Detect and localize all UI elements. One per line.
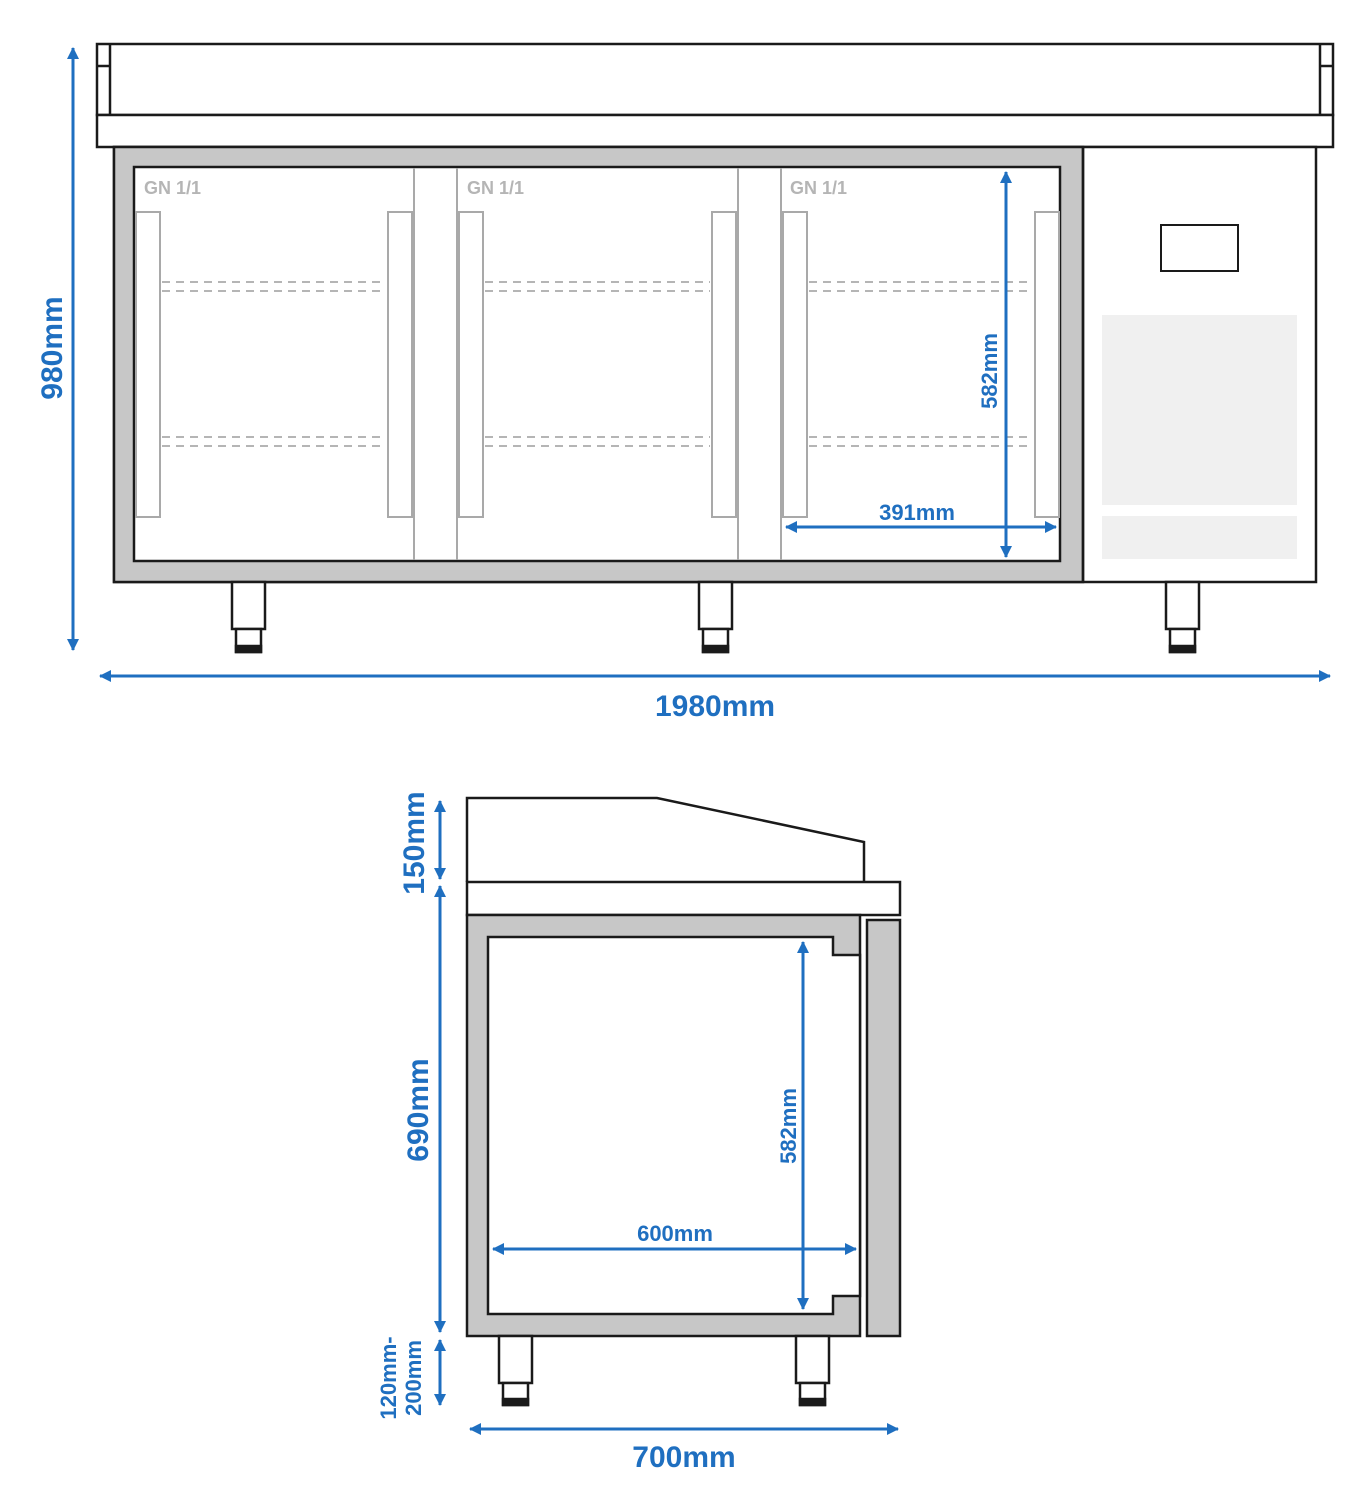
side-worktop (465, 880, 902, 917)
label-600: 600mm (637, 1221, 713, 1246)
side-leg-1 (497, 1334, 534, 1385)
side-view (465, 796, 902, 1338)
gn-label-1: GN 1/1 (144, 178, 201, 198)
rail-left-3 (782, 211, 808, 518)
label-150: 150mm (398, 791, 431, 894)
vent-panel-large (1102, 315, 1297, 505)
front-dimensions (67, 47, 1331, 682)
front-leg-1 (230, 580, 267, 631)
front-shelf-rails (135, 211, 1060, 518)
front-dimension-labels: 980mm 1980mm 582mm 391mm (36, 296, 1002, 723)
rail-left-1 (135, 211, 161, 518)
rail-right-2 (711, 211, 737, 518)
side-canopy (465, 796, 866, 882)
side-dimensions (434, 800, 899, 1435)
label-690: 690mm (402, 1058, 435, 1161)
control-display (1160, 224, 1239, 272)
side-leg-2 (794, 1334, 831, 1385)
label-1980: 1980mm (655, 690, 775, 723)
front-compartment-dividers (413, 168, 782, 560)
gn-label-3: GN 1/1 (790, 178, 847, 198)
label-legs-line1: 120mm- (376, 1336, 401, 1419)
front-canopy (95, 42, 1335, 117)
front-shelves (162, 281, 1033, 447)
front-view (95, 42, 1335, 584)
front-worktop (95, 113, 1335, 149)
label-legs-line2: 200mm (401, 1340, 426, 1416)
side-inner-cavity (486, 935, 862, 1316)
vent-panel-small (1102, 516, 1297, 559)
front-leg-2 (697, 580, 734, 631)
front-legs (230, 580, 1201, 654)
label-front-582: 582mm (977, 333, 1002, 409)
rail-right-3 (1034, 211, 1060, 518)
gn-label-2: GN 1/1 (467, 178, 524, 198)
label-391: 391mm (879, 500, 955, 525)
label-980: 980mm (36, 296, 69, 399)
side-dimension-labels: 150mm 690mm 120mm- 200mm 700mm 582mm 600… (376, 791, 801, 1474)
front-leg-3 (1164, 580, 1201, 631)
rail-left-2 (458, 211, 484, 518)
side-door (865, 918, 902, 1338)
front-glass-door (132, 165, 1062, 563)
rail-right-1 (387, 211, 413, 518)
label-side-582: 582mm (776, 1088, 801, 1164)
label-700: 700mm (632, 1441, 735, 1474)
side-legs (497, 1334, 831, 1407)
front-machine-compartment (1102, 224, 1297, 559)
front-compartment-labels: GN 1/1 GN 1/1 GN 1/1 (144, 178, 847, 198)
